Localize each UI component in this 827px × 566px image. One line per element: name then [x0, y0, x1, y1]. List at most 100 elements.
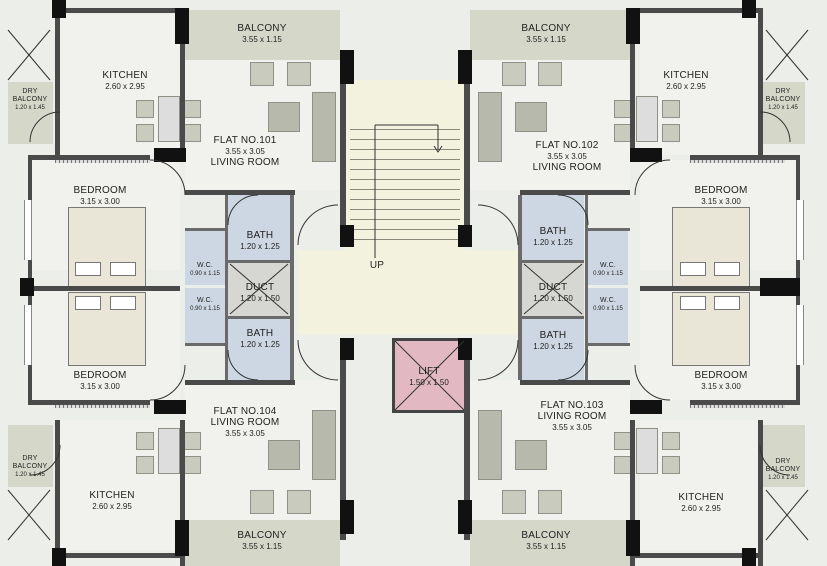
sofa — [312, 92, 336, 162]
wall — [55, 8, 185, 13]
label-dim: 3.15 x 3.00 — [701, 197, 741, 206]
coffee-table — [515, 440, 547, 470]
wall — [518, 195, 522, 380]
pillow — [75, 296, 101, 310]
label-dim: 1.20 x 1.25 — [533, 342, 573, 351]
wall — [185, 190, 295, 195]
label-text: KITCHEN — [102, 70, 148, 81]
wall — [758, 10, 763, 155]
wc-102-area — [588, 230, 628, 285]
pillow — [714, 296, 740, 310]
sofa — [478, 92, 502, 162]
armchair — [538, 62, 562, 86]
pillow — [110, 262, 136, 276]
label-text: LIVING ROOM — [210, 417, 280, 428]
armchair — [250, 490, 274, 514]
wall — [522, 260, 584, 263]
column — [458, 500, 472, 534]
wc-101-label: W.C.0.90 x 1.15 — [190, 262, 220, 278]
wall — [520, 190, 630, 195]
wall — [340, 50, 346, 245]
window — [24, 200, 32, 260]
label-dim: 3.15 x 3.00 — [701, 382, 741, 391]
label-text: KITCHEN — [89, 490, 135, 501]
lobby — [298, 250, 518, 335]
sofa — [312, 410, 336, 480]
label-dim: 2.60 x 2.95 — [92, 502, 132, 511]
label-text: LIVING ROOM — [537, 411, 607, 422]
armchair — [287, 490, 311, 514]
label-text: LIVING ROOM — [210, 157, 280, 168]
chair — [136, 124, 154, 142]
column — [626, 520, 640, 556]
label-dim: 1.20 x 1.50 — [533, 294, 573, 303]
column — [154, 400, 186, 414]
label-dim: 1.20 x 1.45 — [15, 105, 45, 111]
balcony-103-area — [470, 520, 630, 566]
label-text: BEDROOM — [73, 370, 127, 381]
kitchen-103-area — [640, 420, 760, 550]
window — [24, 305, 32, 365]
coffee-table — [268, 102, 300, 132]
chair — [662, 124, 680, 142]
wall — [28, 286, 180, 291]
wc-102-label: W.C.0.90 x 1.15 — [593, 262, 623, 278]
wc-101-area — [185, 230, 225, 285]
sofa — [478, 410, 502, 480]
label-text: DUCT — [538, 282, 568, 293]
column — [340, 50, 354, 84]
dining-table — [636, 428, 658, 474]
chair — [136, 100, 154, 118]
wall — [464, 340, 470, 540]
column — [742, 0, 756, 18]
label-text: LIFT — [418, 366, 440, 377]
label-text: W.C. — [600, 262, 616, 269]
label-dim: 1.20 x 1.45 — [768, 105, 798, 111]
wall — [640, 286, 800, 291]
label-dim: 3.55 x 3.05 — [225, 147, 265, 156]
wall — [55, 553, 185, 558]
wall — [28, 400, 150, 405]
pillow — [75, 262, 101, 276]
label-dim: 3.15 x 3.00 — [80, 197, 120, 206]
column — [340, 338, 354, 360]
column — [626, 8, 640, 44]
flat-number: FLAT NO.101 — [213, 135, 277, 146]
coffee-table — [515, 102, 547, 132]
column — [175, 520, 189, 556]
bath-103-area — [522, 318, 584, 380]
wall — [758, 420, 763, 566]
label-dim: 3.55 x 1.15 — [242, 542, 282, 551]
column — [340, 225, 354, 247]
column — [760, 278, 800, 296]
armchair — [502, 62, 526, 86]
coffee-table — [268, 440, 300, 470]
label-text: BATH — [539, 330, 567, 341]
label-dim: 2.60 x 2.95 — [681, 504, 721, 513]
label-dim: 3.15 x 3.00 — [80, 382, 120, 391]
dining-table — [636, 96, 658, 142]
window — [796, 305, 804, 365]
chair — [136, 432, 154, 450]
stair-up-label: UP — [370, 260, 384, 271]
column — [52, 548, 66, 566]
balcony-102-area — [470, 10, 630, 60]
label-text: W.C. — [197, 297, 213, 304]
column — [52, 0, 66, 18]
column — [175, 8, 189, 44]
